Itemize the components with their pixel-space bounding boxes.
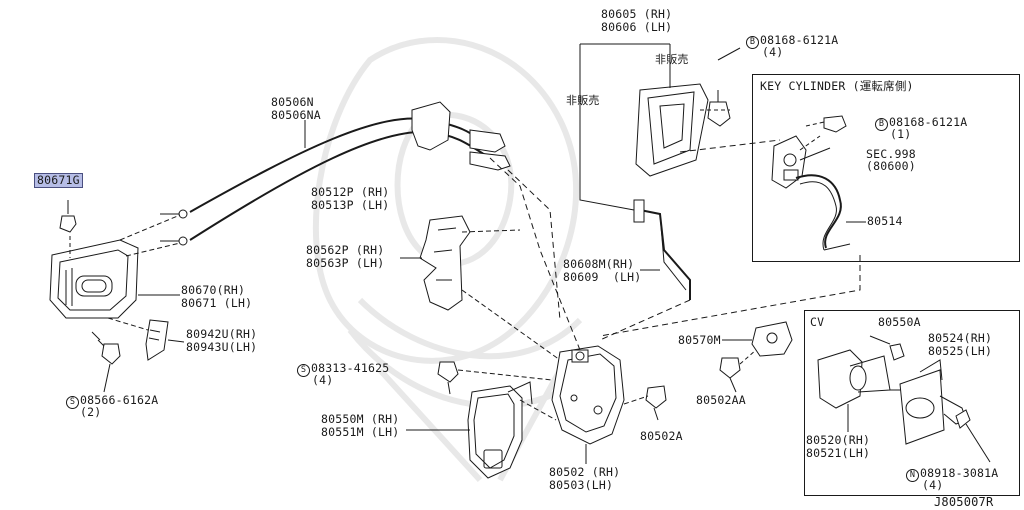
label-80514[interactable]: 80514: [867, 214, 903, 228]
diagram-code: J805007R: [934, 495, 994, 509]
label-sec-998[interactable]: SEC.998: [866, 147, 916, 161]
label-sec-ref: (80600): [866, 159, 916, 173]
label-80563p-lh[interactable]: 80563P (LH): [306, 256, 385, 270]
label-08313-qty: (4): [312, 373, 334, 387]
label-80502a[interactable]: 80502A: [640, 429, 683, 443]
circle-b-mark: B: [746, 36, 759, 49]
label-80506na[interactable]: 80506NA: [271, 108, 321, 122]
label-80524-rh[interactable]: 80524(RH): [928, 331, 993, 345]
label-hanbai-top: 非販売: [655, 53, 689, 66]
label-80609-lh[interactable]: 80609 (LH): [563, 270, 642, 284]
label-80512p-rh[interactable]: 80512P (RH): [311, 185, 390, 199]
label-80521-lh[interactable]: 80521(LH): [806, 446, 871, 460]
label-08566-qty: (2): [80, 405, 102, 419]
key-cylinder-inset: [752, 74, 1020, 262]
label-80502aa[interactable]: 80502AA: [696, 393, 746, 407]
label-hanbai-left: 非販売: [566, 94, 600, 107]
cv-inset: [804, 310, 1020, 496]
cv-title: CV: [810, 315, 825, 329]
label-80671-lh[interactable]: 80671 (LH): [181, 296, 253, 310]
label-08168-key-qty: (1): [890, 127, 912, 141]
label-80503-lh[interactable]: 80503(LH): [549, 478, 614, 492]
label-80943u-lh[interactable]: 80943U(LH): [186, 340, 258, 354]
circle-n-mark: N: [906, 469, 919, 482]
key-cylinder-title: KEY CYLINDER (運転席側): [760, 79, 914, 93]
label-80513p-lh[interactable]: 80513P (LH): [311, 198, 390, 212]
circle-b-mark-2: B: [875, 118, 888, 131]
label-80570m[interactable]: 80570M: [678, 333, 721, 347]
label-80605-rh[interactable]: 80605 (RH): [601, 7, 673, 21]
label-80606-lh[interactable]: 80606 (LH): [601, 20, 673, 34]
label-80525-lh[interactable]: 80525(LH): [928, 344, 993, 358]
label-08168-qty: (4): [762, 45, 784, 59]
label-80502-rh[interactable]: 80502 (RH): [549, 465, 621, 479]
watermark-emblem: [312, 37, 603, 483]
label-80550m-rh[interactable]: 80550M (RH): [321, 412, 400, 426]
label-80550a[interactable]: 80550A: [878, 315, 921, 329]
label-80670-rh[interactable]: 80670(RH): [181, 283, 246, 297]
label-80506n[interactable]: 80506N: [271, 95, 314, 109]
label-80551m-lh[interactable]: 80551M (LH): [321, 425, 400, 439]
circle-s-mark-2: S: [297, 364, 310, 377]
label-80520-rh[interactable]: 80520(RH): [806, 433, 871, 447]
label-08918-qty: (4): [922, 478, 944, 492]
label-80562p-rh[interactable]: 80562P (RH): [306, 243, 385, 257]
label-80608m-rh[interactable]: 80608M(RH): [563, 257, 635, 271]
label-80671g-highlighted[interactable]: 80671G: [34, 173, 83, 188]
circle-s-mark: S: [66, 396, 79, 409]
label-80942u-rh[interactable]: 80942U(RH): [186, 327, 258, 341]
